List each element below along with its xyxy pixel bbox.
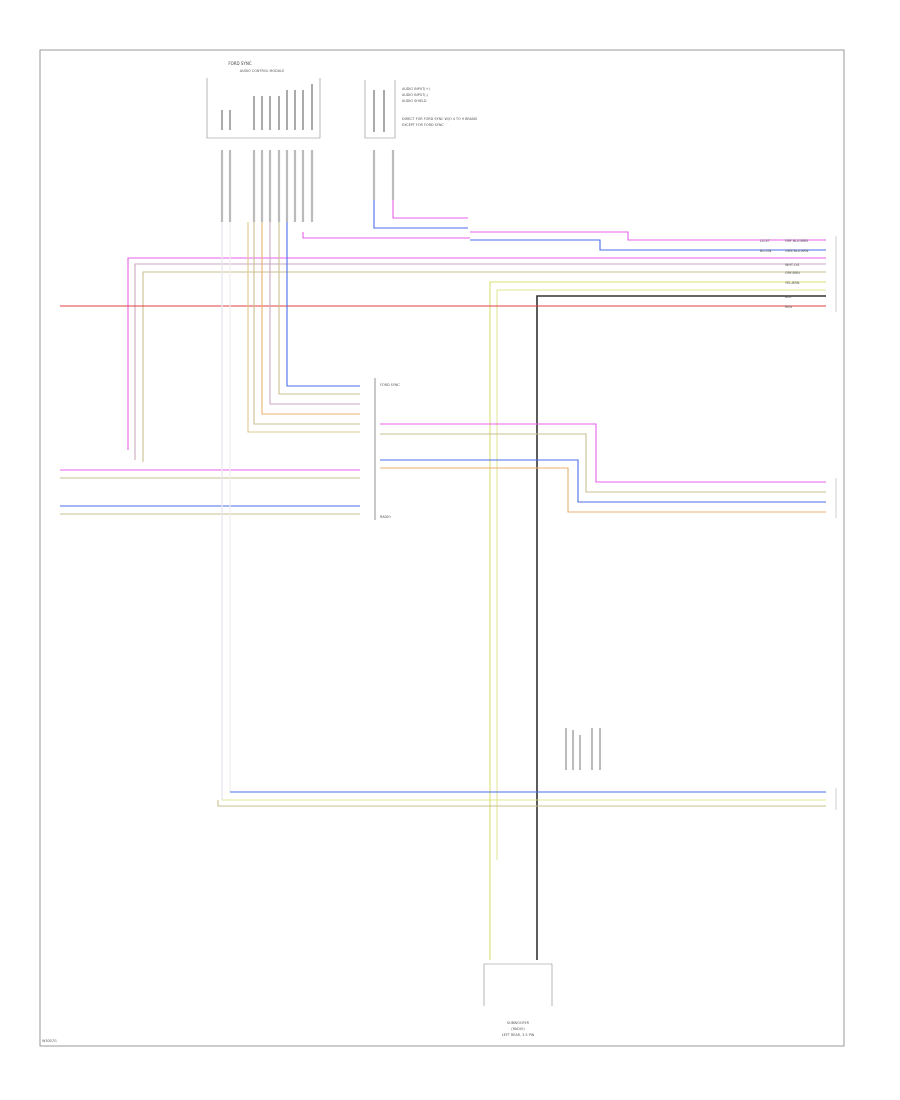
audio-input-connector: AUDIO INPUT(+) AUDIO INPUT(-) AUDIO SHIE… <box>364 80 477 200</box>
splice-note-block <box>565 728 601 770</box>
wires <box>60 200 826 960</box>
top-module-title: FORD SYNC <box>228 61 252 66</box>
connector-note-3: AUDIO SHIELD <box>402 99 427 103</box>
right-wire-label-2: BU-GN <box>760 249 772 253</box>
connector-note-2: AUDIO INPUT(-) <box>402 93 429 97</box>
mid-connector-bottom: RADIO <box>380 515 391 519</box>
connector-note-1: AUDIO INPUT(+) <box>402 87 430 91</box>
right-wire-label-6: BLK <box>785 295 792 299</box>
subwoofer-label-2: (RADIO) <box>511 1027 525 1031</box>
right-wire-label-3: WHT-OG <box>785 263 800 267</box>
right-wire-label-1b: GRY BLU-BRN <box>785 239 808 243</box>
connector-note-5: EXCEPT FOR FORD SYNC <box>402 123 444 127</box>
mid-connector-title: FORD SYNC <box>380 383 400 387</box>
subwoofer-module: SUBWOOFER (RADIO) LEFT REAR, 3.5 PIN <box>483 963 553 1037</box>
footer-code: W3007G <box>42 1039 57 1043</box>
top-module-subtitle: AUDIO CONTROL MODULE <box>240 69 285 73</box>
subwoofer-label-3: LEFT REAR, 3.5 PIN <box>502 1033 535 1037</box>
right-wire-labels: LG-VT GRY BLU-BRN BU-GN GRN BLU-BRN WHT-… <box>760 239 809 309</box>
right-wire-label-7: RED <box>785 305 792 309</box>
subwoofer-label-1: SUBWOOFER <box>507 1021 530 1025</box>
diagram-frame <box>39 49 845 1047</box>
mid-connector: FORD SYNC RADIO <box>374 378 400 520</box>
top-module: FORD SYNC AUDIO CONTROL MODULE <box>206 61 321 222</box>
connector-note-4: DIRECT FOR FORD SYNC W/O 4 TO 9 BRAND <box>402 117 477 121</box>
right-wire-label-2b: GRN BLU-BRN <box>785 249 809 253</box>
right-wire-label-4: GRY-BRN <box>785 271 800 275</box>
right-wire-label-1: LG-VT <box>760 239 771 243</box>
right-wire-label-5: YEL-BRN <box>785 281 800 285</box>
